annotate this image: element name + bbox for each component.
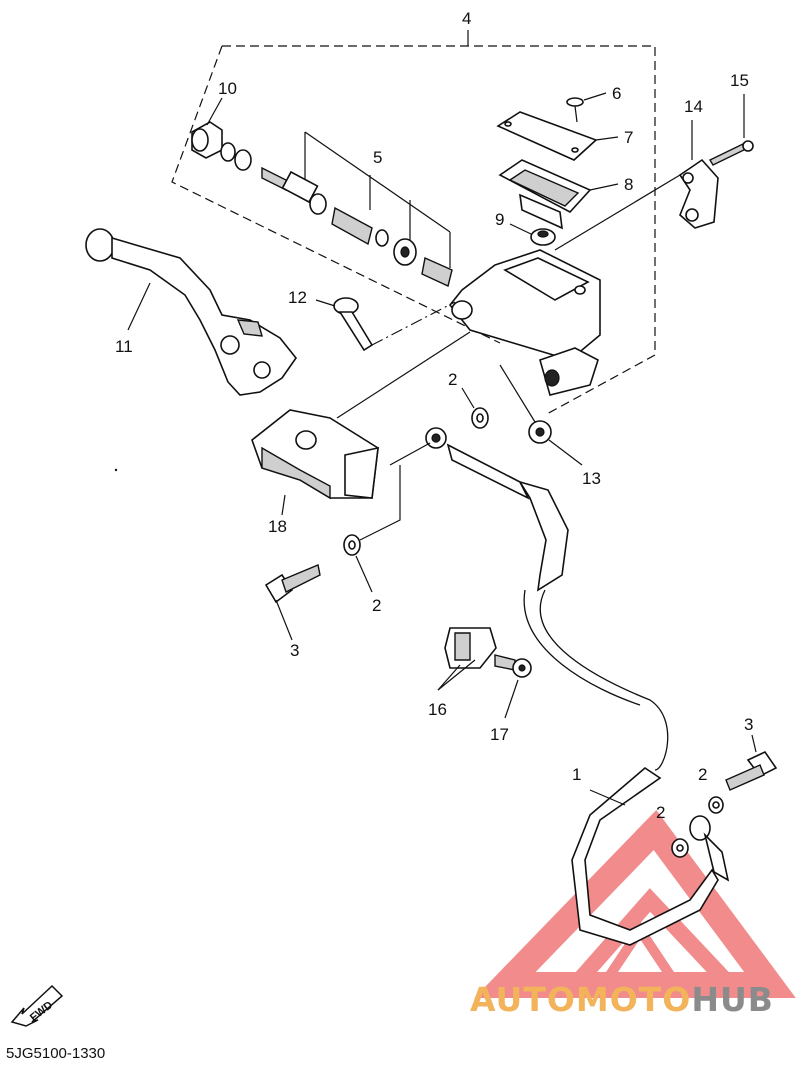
fwd-arrow-icon: FWD: [8, 978, 70, 1033]
part-12-pivot: [315, 297, 456, 352]
callout-2-upper: 2: [448, 370, 457, 389]
callout-14: 14: [684, 97, 703, 116]
callout-2-lower-b: 2: [656, 803, 665, 822]
part-13-nut: [499, 364, 583, 466]
part-6-screw: [566, 92, 607, 123]
reference-dot: [114, 468, 118, 472]
part-8-diaphragm: [498, 159, 619, 230]
callout-15: 15: [730, 71, 749, 90]
watermark-text-hub: HUB: [691, 980, 774, 1019]
leader-2-middle: [359, 465, 401, 541]
callout-3-lower: 3: [744, 715, 753, 734]
part-17-bolt: [494, 654, 532, 719]
part-18-bracket: [251, 331, 471, 516]
callout-12: 12: [288, 288, 307, 307]
part-3-bolt-lower: [725, 734, 778, 791]
part-2-washer-lower: [671, 796, 730, 882]
part-16-holder: [437, 627, 497, 691]
callout-9: 9: [495, 210, 504, 229]
callout-7: 7: [624, 128, 633, 147]
watermark-text-main: AUTOMOTO: [470, 980, 692, 1019]
callout-13: 13: [582, 469, 601, 488]
callout-5: 5: [373, 148, 382, 167]
part-5-piston-kit: [261, 131, 453, 287]
part-1-hose-lower: [571, 766, 719, 946]
watermark-logo: [474, 809, 796, 998]
callout-3-upper: 3: [290, 641, 299, 660]
assembly-4-boundary: [171, 45, 656, 416]
callout-18: 18: [268, 517, 287, 536]
part-10-cap: [191, 97, 252, 171]
master-cylinder-body: [448, 174, 681, 396]
callout-1: 1: [572, 765, 581, 784]
callout-17: 17: [490, 725, 509, 744]
part-7-cover: [496, 111, 619, 161]
callout-2-middle: 2: [372, 596, 381, 615]
watermark-brand: AUTOMOTOHUB: [470, 980, 774, 1019]
callout-10: 10: [218, 79, 237, 98]
part-11-lever: [85, 228, 297, 396]
part-14-clamp: [678, 120, 719, 229]
part-1-hose-upper: [425, 427, 669, 771]
callout-11: 11: [115, 337, 133, 356]
part-2-washer-middle: [343, 534, 373, 593]
part-3-bolt-upper: [264, 564, 321, 641]
part-9-float: [509, 223, 556, 246]
callout-6: 6: [612, 84, 621, 103]
leader-hose-bracket: [389, 442, 431, 466]
catalog-code: 5JG5100-1330: [6, 1045, 106, 1062]
callout-16: 16: [428, 700, 447, 719]
part-2-washer-upper: [461, 387, 489, 429]
callout-2-lower-a: 2: [698, 765, 707, 784]
callout-4: 4: [462, 9, 471, 28]
part-15-bolt: [709, 94, 754, 166]
callout-8: 8: [624, 175, 633, 194]
